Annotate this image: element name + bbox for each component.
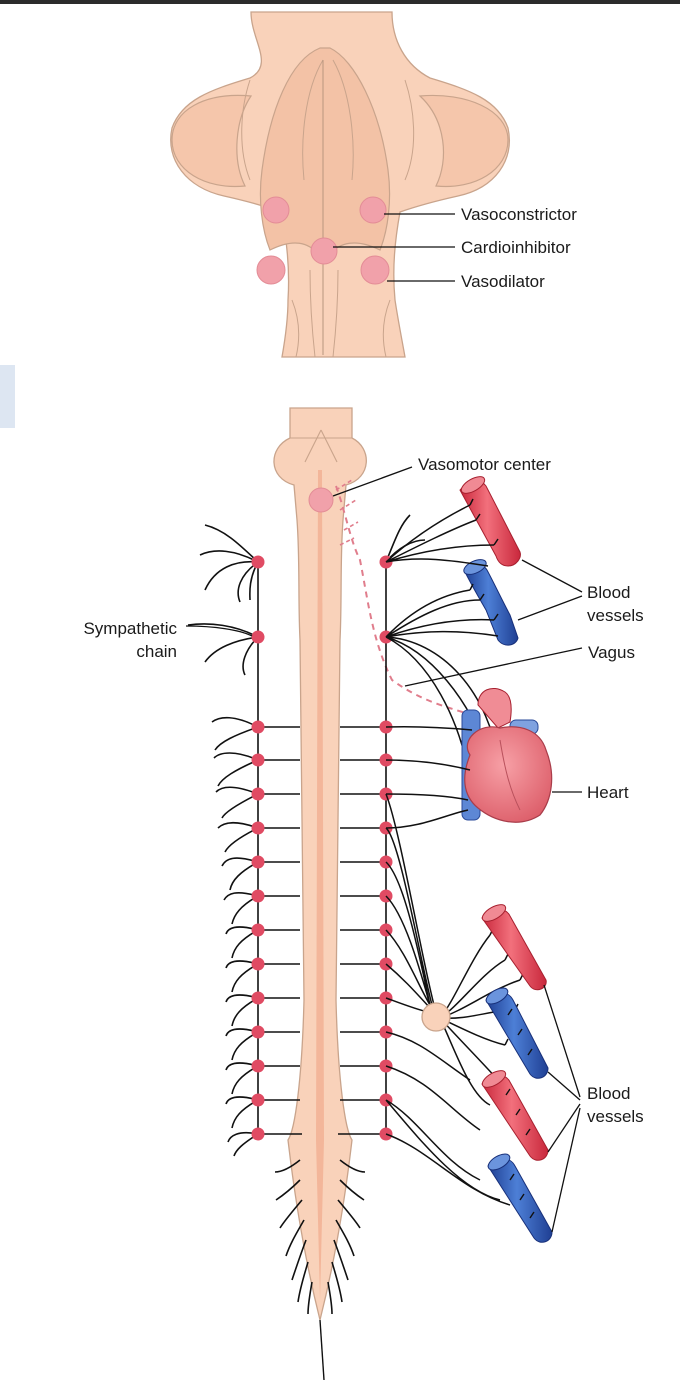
ganglion-left [251,991,265,1005]
upper-vessels-label-line2: vessels [587,606,644,625]
aorta [477,688,512,729]
sympathetic-chain-label-line2: chain [136,642,177,661]
ganglion-left [251,855,265,869]
lower-vessels-leader-1 [543,984,581,1098]
ganglion-left [251,555,265,569]
ganglion-left [251,1025,265,1039]
window-top-bar [0,0,680,4]
vasomotor-center-leader [332,466,413,497]
vagus-leader [404,647,583,687]
ganglion-left [251,1127,265,1141]
ganglion-left [251,923,265,937]
ganglion-left [251,957,265,971]
ganglion-left [251,821,265,835]
vasodilator-area-right [360,255,390,285]
sympathetic-chain-label-line1: Sympathetic [83,619,177,638]
sympathetic-chains [187,514,426,1315]
ganglion-left [251,1093,265,1107]
heart-body [464,726,553,823]
lower-vessels-label-line2: vessels [587,1107,644,1126]
lower-vessels-leader-4 [551,1107,581,1233]
upper-vessels-label-line1: Blood [587,583,630,602]
brainstem-contour-lines [241,79,415,358]
left-peduncle [171,94,253,188]
vasoconstrictor-label: Vasoconstrictor [461,205,577,224]
lower-blood-vessels: Blood vessels [481,904,644,1243]
ganglion-left [251,630,265,644]
ventricle-inner [302,59,354,181]
vasodilator-label: Vasodilator [461,272,545,291]
vagus-label: Vagus [588,643,635,662]
filum-terminale [319,1319,325,1381]
ganglion-left [251,787,265,801]
ganglion-left [251,720,265,734]
heart-label: Heart [587,783,629,802]
upper-vessels-leader-b [517,595,583,621]
vasomotor-center-label: Vasomotor center [418,455,551,474]
cardioinhibitor-area [310,237,338,265]
spinal-cord-group: Vasomotor center Vagus [273,407,635,1381]
brainstem: Vasoconstrictor Cardioinhibitor Vasodila… [170,11,577,358]
vasoconstrictor-area-right [359,196,387,224]
vasoconstrictor-area-left [262,196,290,224]
side-tab[interactable] [0,365,15,428]
cardioinhibitor-label: Cardioinhibitor [461,238,571,257]
collateral-ganglion [421,1002,451,1032]
lower-vessels-leader-3 [547,1103,581,1153]
sympathetic-chain-leader [185,625,253,637]
ganglion-left [251,1059,265,1073]
right-nerves [385,725,524,1206]
medulla-detail [290,429,352,463]
upper-blood-vessels: Blood vessels [385,476,644,781]
vasomotor-center-node [308,487,334,513]
ganglion-left [251,753,265,767]
central-canal [316,470,324,1300]
right-peduncle [418,94,509,188]
lower-vessels-label-line1: Blood [587,1084,630,1103]
lower-artery-2 [481,1074,549,1161]
vagus-branches [335,479,359,546]
ganglion-left [251,889,265,903]
vagus-nerve [335,485,473,716]
lower-vessels-leader-2 [547,1071,581,1101]
upper-vessels-leader-a [521,559,583,593]
vasodilator-area-left [256,255,286,285]
heart: Heart [461,688,629,823]
